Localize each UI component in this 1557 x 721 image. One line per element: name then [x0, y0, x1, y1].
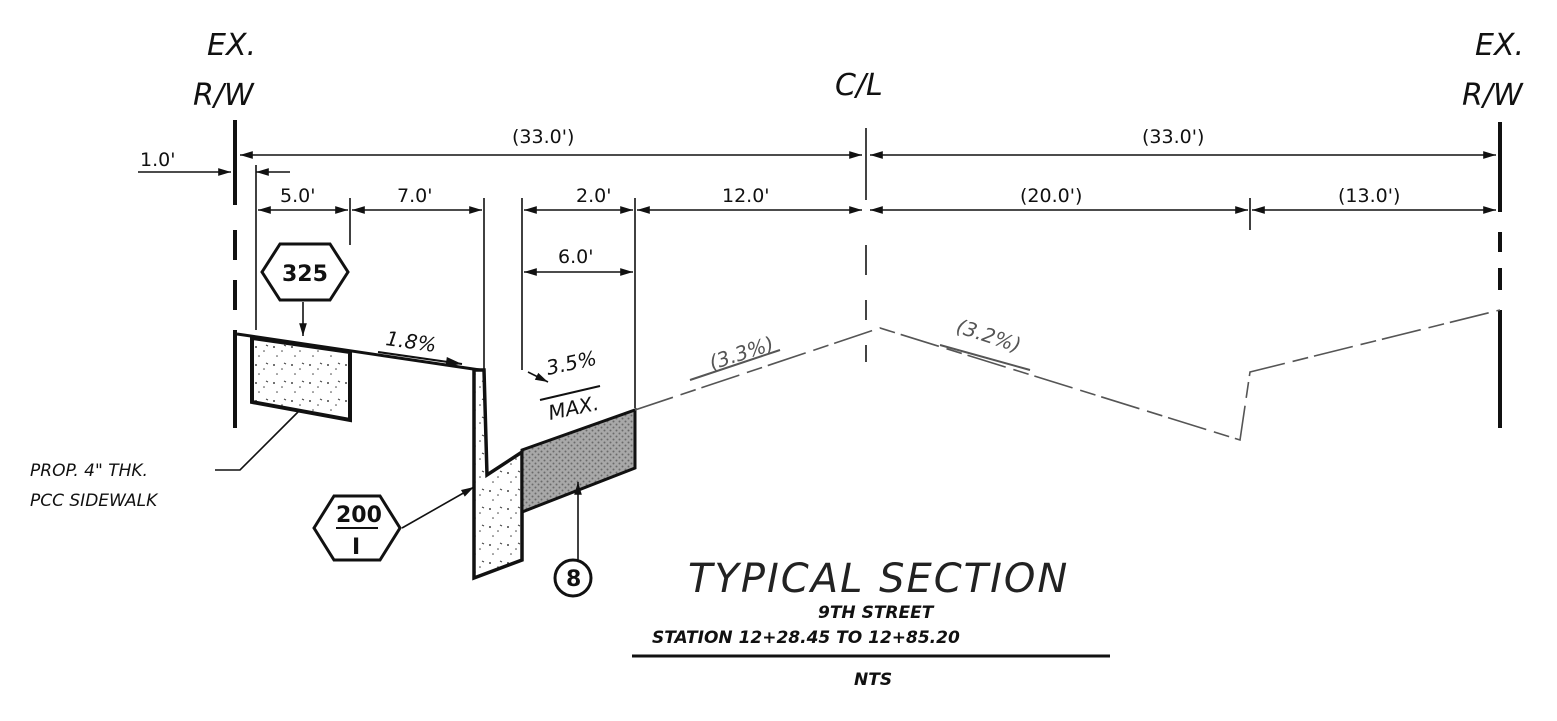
ground-line-left: [236, 332, 481, 372]
row-right-rw-label: R/W: [1462, 78, 1524, 113]
slope-sidewalk: 1.8%: [384, 326, 438, 357]
callout-8: 8: [553, 481, 593, 598]
dim-right-parkway: (13.0'): [1338, 185, 1400, 207]
centerline-label: C/L: [835, 68, 883, 103]
row-right-ex-label: EX.: [1475, 28, 1524, 63]
sidewalk-note-line1: PROP. 4" THK.: [30, 461, 148, 481]
callout-200: 200 I: [312, 486, 475, 562]
callout-200-bottom: I: [352, 535, 360, 560]
dim-right-lane: (20.0'): [1020, 185, 1082, 207]
callout-325-label: 325: [282, 262, 328, 287]
section-title: TYPICAL SECTION: [688, 556, 1069, 602]
existing-profile: [634, 309, 1501, 442]
sidewalk-note-line2: PCC SIDEWALK: [30, 491, 159, 511]
section-street: 9TH STREET: [818, 603, 935, 623]
dim-gutter: 2.0': [576, 185, 611, 207]
dim-buffer: 7.0': [397, 185, 432, 207]
slope-pavement-value: 3.5%: [544, 346, 599, 380]
row-left-ex-label: EX.: [207, 28, 256, 63]
slope-existing-left: (3.3%): [706, 331, 777, 374]
callout-325: 325: [260, 242, 350, 337]
callout-8-label: 8: [566, 567, 581, 592]
dim-right-total: (33.0'): [1142, 126, 1204, 148]
dim-sidewalk: 5.0': [280, 185, 315, 207]
dim-pavement: 6.0': [558, 246, 593, 268]
curb: [472, 368, 524, 581]
section-scale: NTS: [854, 670, 892, 690]
dim-lane: 12.0': [722, 185, 770, 207]
dim-left-total: (33.0'): [512, 126, 574, 148]
callout-200-top: 200: [336, 503, 382, 528]
sidewalk-note-leader: [215, 409, 301, 471]
row-left-rw-label: R/W: [193, 78, 255, 113]
section-station: STATION 12+28.45 TO 12+85.20: [652, 628, 960, 648]
pavement-section: [520, 407, 637, 515]
sidewalk-slab: [250, 335, 352, 423]
dim-offset: 1.0': [140, 149, 175, 171]
